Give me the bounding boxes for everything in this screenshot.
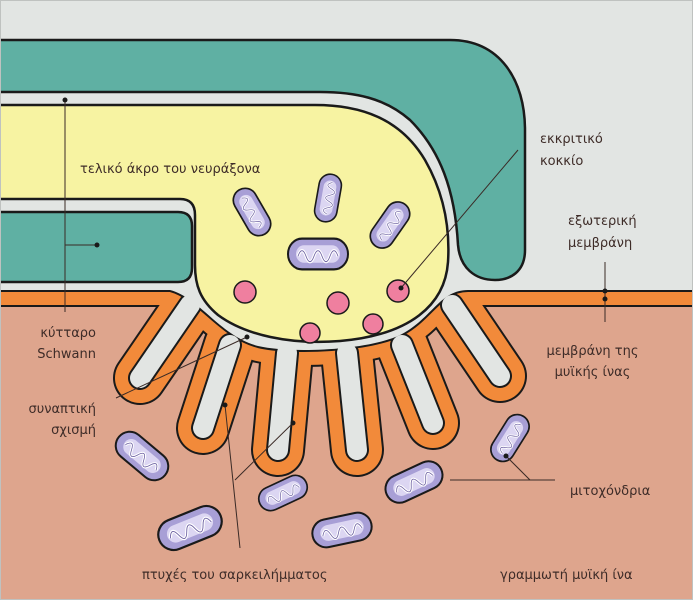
label-sarcolemma-folds: πτυχές του σαρκειλήμματος (142, 568, 328, 583)
label-striated-muscle-fiber: γραμμωτή μυϊκή ίνα (500, 568, 633, 583)
label-synaptic-cleft-1: συναπτική (28, 402, 96, 417)
vesicle (299, 322, 321, 344)
label-schwann-cell-1: κύτταρο (40, 326, 96, 341)
label-synaptic-cleft-2: σχισμή (51, 423, 96, 438)
vesicle (233, 280, 257, 304)
secretory-vesicles (233, 279, 410, 344)
mitochondrion (286, 236, 350, 272)
vesicle (386, 279, 410, 303)
label-secretory-granule-2: κοκκίο (540, 154, 584, 169)
leader-lines (62, 97, 608, 549)
label-secretory-granule-1: εκκριτικό (540, 132, 603, 147)
label-axon-terminal: τελικό άκρο του νευράξονα (80, 162, 261, 177)
label-muscle-membrane-2: μυϊκής ίνας (554, 365, 631, 380)
label-muscle-membrane-1: μεμβράνη της (546, 344, 639, 359)
label-outer-membrane-2: μεμβράνη (568, 236, 633, 251)
label-outer-membrane-1: εξωτερική (568, 214, 637, 229)
axon-terminal (0, 103, 450, 344)
label-schwann-cell-2: Schwann (37, 347, 96, 362)
label-mitochondria: μιτοχόνδρια (570, 484, 651, 499)
schwann-cell-upper (0, 38, 527, 282)
vesicle (362, 313, 384, 335)
vesicle (326, 291, 350, 315)
